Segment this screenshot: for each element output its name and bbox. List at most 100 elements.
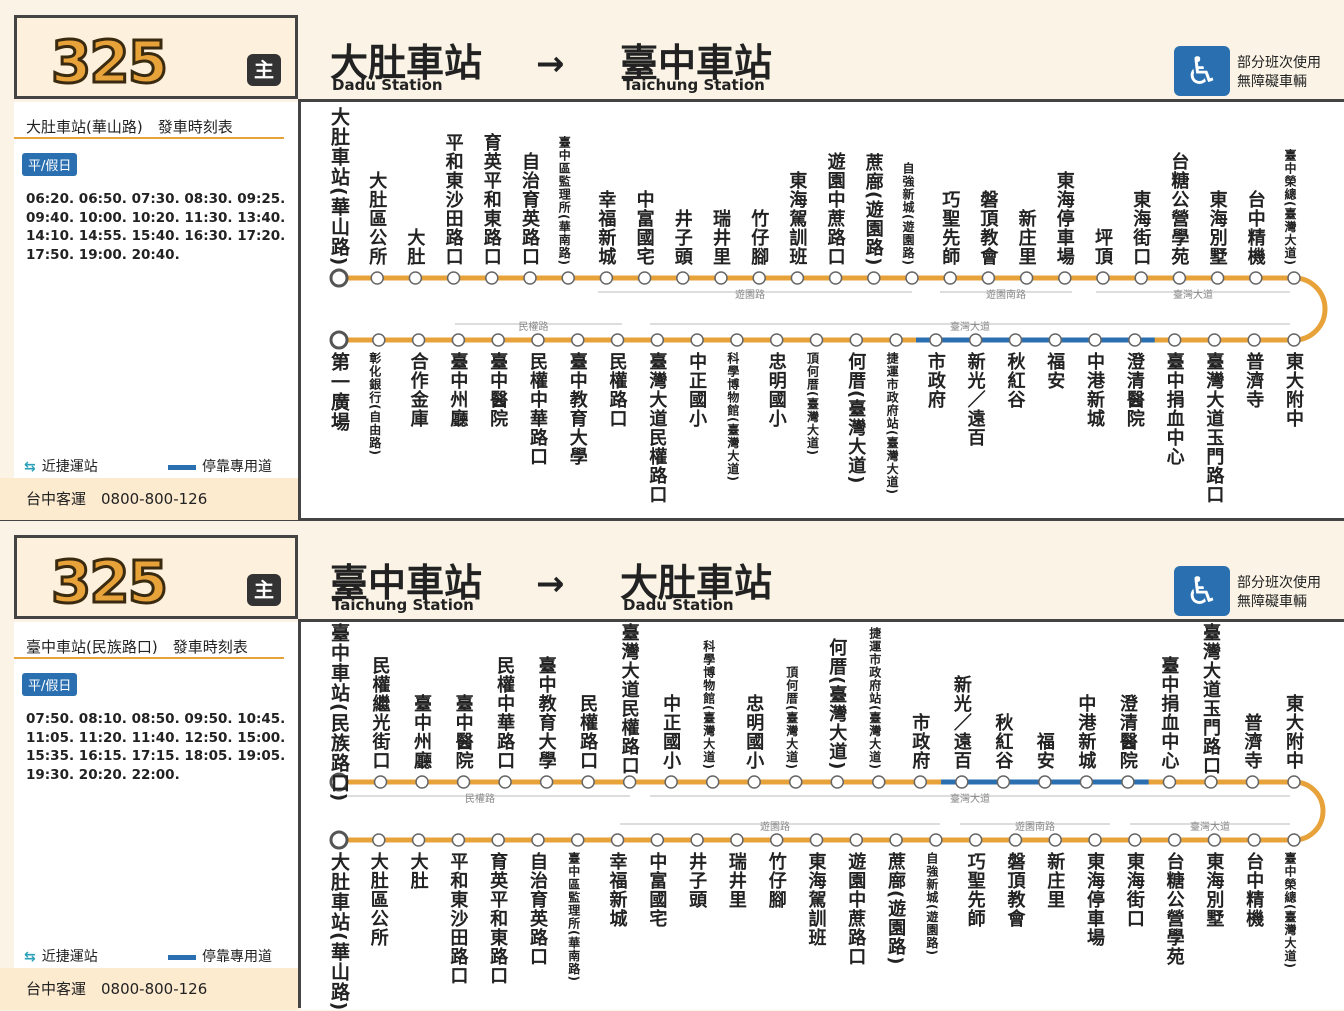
departure-times: 06:20. 06:50. 07:30. 08:30. 09:25. 09:40… (26, 191, 286, 263)
stop-marker (830, 775, 845, 789)
stop-marker (531, 833, 545, 847)
stop-label: 中正國小 (660, 694, 682, 770)
stop-label: 民權路口 (606, 352, 628, 428)
stop-marker (329, 268, 349, 288)
stop-label: 臺灣大道民權路口 (618, 623, 640, 775)
stop-marker (1079, 775, 1094, 789)
stop-label: 自強新城(遊園路) (924, 852, 939, 956)
stop-marker (1204, 775, 1218, 789)
stop-label: 中富國宅 (646, 852, 668, 928)
stop-label: 瑞井里 (725, 852, 747, 909)
stop-marker (1167, 833, 1182, 847)
route-number-box: 325 主 (14, 535, 298, 619)
route-panel-inbound: 325 主 臺中車站 Taichung Station → 大肚車站 Dadu … (0, 520, 1344, 1011)
stop-label: 臺中教育大學 (566, 352, 588, 466)
route-diagram (329, 772, 1326, 850)
stop-marker (610, 833, 625, 847)
stop-label: 新庄里 (1044, 852, 1066, 909)
vertical-divider (298, 100, 301, 518)
stop-label: 瑞井里 (710, 209, 731, 266)
schedule-title: 臺中車站(民族路口) 發車時刻表 (26, 638, 248, 656)
stop-marker (451, 333, 466, 347)
lane-swatch-icon (168, 954, 196, 960)
stop-label: 臺中捐血中心 (1163, 352, 1185, 466)
stop-marker (769, 333, 784, 347)
stop-label: 台中精機 (1244, 190, 1266, 266)
stop-marker (1287, 833, 1301, 847)
legend-lane: 停靠專用道 (168, 946, 272, 966)
vertical-divider (298, 620, 301, 1008)
stop-marker (1207, 333, 1222, 347)
stop-label: 東海駕訓班 (805, 852, 827, 947)
stop-label: 竹仔腳 (765, 852, 787, 909)
stop-label: 民權路口 (577, 694, 599, 770)
stop-marker (788, 775, 803, 789)
lane-swatch-icon (168, 464, 196, 470)
stop-marker (714, 271, 728, 285)
direction-arrow-icon: → (536, 564, 565, 604)
stop-label: 井子頭 (686, 852, 708, 909)
stop-label: 臺中榮總(臺灣大道) (1283, 149, 1297, 266)
stop-marker (637, 271, 652, 285)
stop-marker (1287, 333, 1301, 347)
stop-marker (408, 271, 423, 285)
stop-marker (872, 775, 886, 789)
stop-label: 何厝(臺灣大道) (826, 637, 848, 770)
stop-label: 中港新城 (1075, 694, 1097, 770)
stop-label: 民權中華路口 (526, 352, 548, 466)
stop-marker (828, 271, 843, 285)
stop-label: 臺中車站(民族路口) (328, 623, 350, 803)
stop-marker (1058, 271, 1072, 285)
stop-label: 坪頂 (1092, 228, 1113, 266)
stop-label: 普濟寺 (1243, 352, 1265, 409)
stop-label: 平和東沙田路口 (442, 133, 464, 266)
stop-marker (1096, 271, 1110, 285)
stop-marker (451, 833, 466, 847)
stop-label: 大肚車站(華山路) (328, 852, 350, 1011)
schedule-title: 大肚車站(華山路) 發車時刻表 (26, 118, 233, 136)
stop-marker (1247, 833, 1261, 847)
stop-label: 臺中區監理所(華南路) (557, 136, 572, 266)
stop-label: 自治育英路口 (519, 152, 540, 266)
stop-marker (705, 775, 720, 789)
stop-label: 臺灣大道玉門路口 (1203, 352, 1225, 504)
road-label: 遊園南路 (986, 290, 1026, 301)
stop-label: 東海駕訓班 (786, 171, 808, 266)
stop-marker (491, 833, 505, 847)
stop-marker (955, 775, 969, 789)
accessibility-note: 部分班次使用 無障礙車輛 (1237, 54, 1321, 92)
destination-name: 大肚車站 (620, 561, 773, 605)
stop-label: 秋紅谷 (992, 713, 1014, 770)
footer-band (0, 968, 298, 1010)
company-contact: 台中客運 0800-800-126 (26, 490, 208, 508)
stop-label: 彰化銀行(自由路) (367, 352, 382, 456)
stop-label: 頂何厝(臺灣大道) (805, 352, 820, 456)
stop-label: 磐頂教會 (1004, 852, 1026, 928)
stop-label: 東大附中 (1283, 352, 1304, 428)
day-type-badge: 平/假日 (22, 153, 78, 176)
schedule-title-underline (14, 137, 284, 139)
stop-marker (1287, 271, 1301, 285)
route-number: 325 (49, 547, 169, 618)
road-label: 遊園路 (735, 290, 765, 301)
stop-label: 巧聖先師 (939, 190, 961, 266)
main-route-badge: 主 (247, 54, 281, 86)
stop-marker (747, 775, 761, 789)
direction-arrow-icon: → (536, 44, 565, 84)
origin-english: Taichung Station (332, 596, 474, 614)
stop-label: 幸福新城 (606, 852, 628, 928)
legend-mrt: ⇆近捷運站 (24, 946, 98, 966)
stop-label: 蔗廍(遊園路) (862, 152, 884, 266)
road-label: 臺灣大道 (950, 322, 990, 333)
road-label: 臺灣大道 (1190, 822, 1230, 833)
stop-marker (1048, 833, 1062, 847)
stop-label: 育英平和東路口 (487, 852, 509, 985)
stop-label: 臺中榮總(臺灣大道) (1283, 852, 1297, 969)
route-number-box: 325 主 (14, 15, 298, 99)
stop-label: 忠明國小 (765, 352, 787, 428)
company-contact: 台中客運 0800-800-126 (26, 980, 208, 998)
stop-marker (968, 833, 983, 847)
stop-label: 市政府 (909, 713, 931, 770)
road-label: 民權路 (518, 322, 549, 333)
route-panel-outbound: 325 主 大肚車站 Dadu Station → 臺中車站 Taichung … (0, 15, 1344, 520)
